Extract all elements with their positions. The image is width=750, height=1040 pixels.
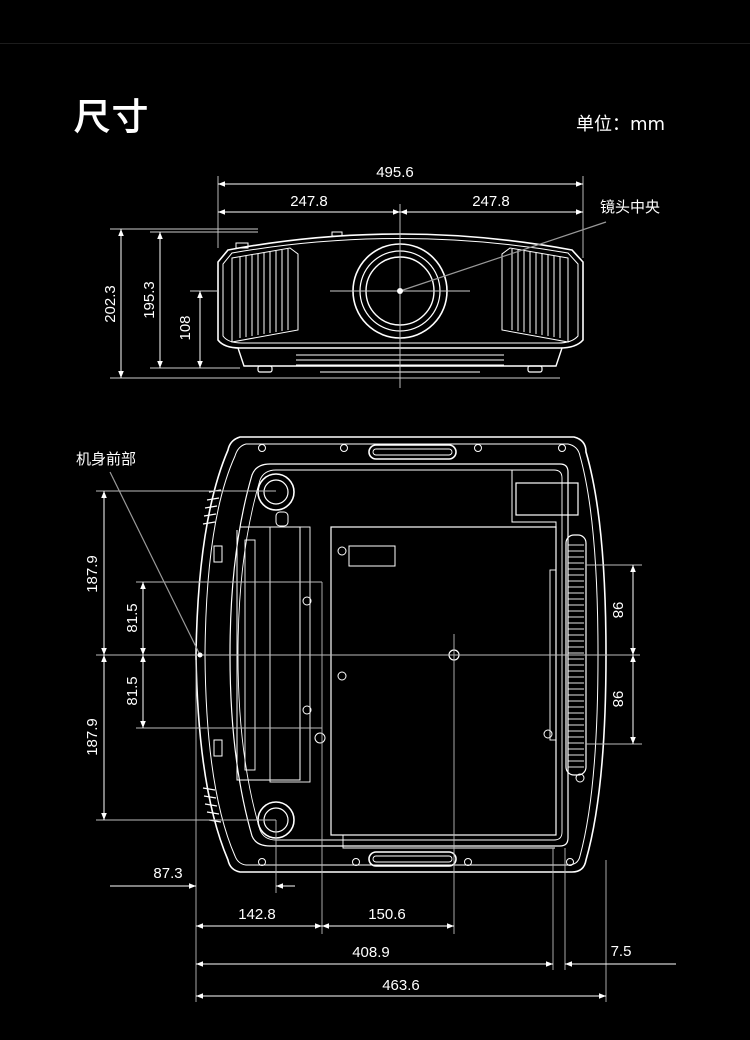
bottom-dim-408: 408.9	[352, 944, 390, 961]
front-width-total: 495.6	[376, 164, 414, 181]
bottom-left-lower-inner: 81.5	[124, 676, 141, 705]
bottom-dim-150: 150.6	[368, 906, 406, 923]
front-callout-leader	[109, 471, 201, 656]
front-height-body: 195.3	[141, 281, 158, 319]
bottom-left-lower: 187.9	[84, 718, 101, 756]
bottom-right-grille	[568, 544, 584, 768]
front-callout: 机身前部	[76, 450, 136, 468]
bottom-extension-lines	[96, 490, 642, 1002]
front-view-projector	[217, 231, 584, 373]
bottom-dim-7: 7.5	[611, 943, 632, 960]
bottom-dim-463: 463.6	[382, 977, 420, 994]
front-width-right: 247.8	[472, 193, 510, 210]
bottom-left-upper-inner: 81.5	[124, 603, 141, 632]
top-divider	[0, 43, 750, 44]
front-height-total: 202.3	[102, 285, 119, 323]
lens-center-leader	[399, 221, 607, 292]
bottom-right-lower: 98	[609, 691, 626, 708]
front-callout-dot	[197, 652, 203, 658]
front-height-lens: 108	[177, 315, 194, 340]
bottom-dim-142: 142.8	[238, 906, 276, 923]
bottom-left-upper: 187.9	[84, 555, 101, 593]
page-title: 尺寸	[74, 97, 151, 138]
bottom-left-edge-ridges	[202, 489, 222, 823]
front-width-left: 247.8	[290, 193, 328, 210]
bottom-dim-87: 87.3	[153, 865, 182, 882]
bottom-view-projector	[195, 436, 607, 873]
unit-label: 单位：mm	[576, 114, 666, 135]
lens-center-dot	[397, 288, 403, 294]
front-left-vent	[231, 247, 299, 343]
front-right-vent	[501, 247, 569, 343]
bottom-right-upper: 98	[609, 602, 626, 619]
lens-center-callout: 镜头中央	[600, 198, 660, 216]
